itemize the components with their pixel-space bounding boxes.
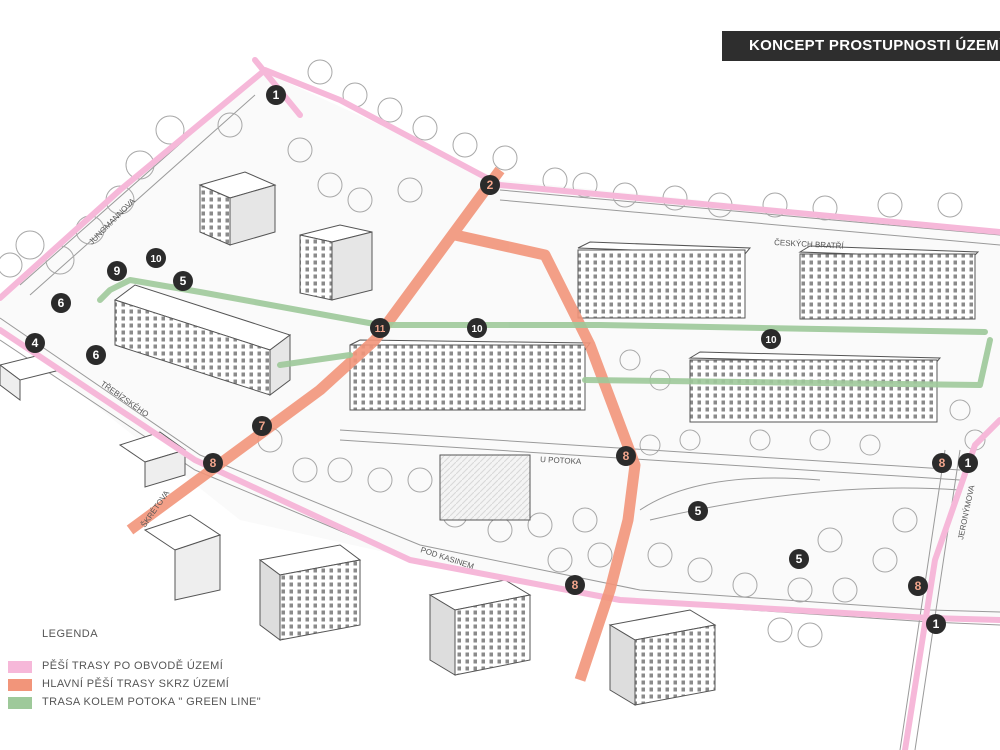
- marker-circle: [173, 271, 193, 291]
- route-marker-1: 1: [958, 453, 978, 473]
- route-marker-11: 11: [370, 318, 390, 338]
- route-main: [126, 166, 641, 682]
- legend-label: PĚŠÍ TRASY PO OBVODĚ ÚZEMÍ: [42, 660, 224, 672]
- street-label-ceskych-bratri: ČESKÝCH BRATŘÍ: [774, 238, 845, 251]
- marker-label: 9: [114, 264, 121, 278]
- marker-circle: [146, 248, 166, 268]
- marker-circle: [467, 318, 487, 338]
- route-marker-9: 9: [107, 261, 127, 281]
- marker-label: 6: [93, 348, 100, 362]
- legend-item-green-line: TRASA KOLEM POTOKA " GREEN LINE": [8, 694, 308, 712]
- marker-label: 4: [32, 336, 39, 350]
- marker-circle: [370, 318, 390, 338]
- route-marker-7: 7: [252, 416, 272, 436]
- marker-circle: [926, 614, 946, 634]
- route-marker-6: 6: [51, 293, 71, 313]
- building-block-f: [798, 245, 980, 320]
- route-green-line: [97, 277, 993, 388]
- marker-label: 8: [572, 578, 579, 592]
- marker-circle: [761, 329, 781, 349]
- building-block-b: [299, 224, 373, 301]
- marker-circle: [252, 416, 272, 436]
- route-marker-2: 2: [480, 175, 500, 195]
- route-marker-8: 8: [908, 576, 928, 596]
- building-lower-2: [428, 579, 532, 676]
- marker-label: 10: [765, 335, 777, 346]
- street-label-u-potoka: U POTOKA: [540, 455, 582, 466]
- marker-label: 10: [471, 324, 483, 335]
- trees: [0, 59, 986, 648]
- marker-label: 11: [375, 324, 386, 335]
- building-block-a: [198, 171, 277, 246]
- route-marker-8: 8: [932, 453, 952, 473]
- marker-circle: [266, 85, 286, 105]
- marker-label: 1: [273, 88, 280, 102]
- marker-circle: [616, 446, 636, 466]
- route-marker-5: 5: [789, 549, 809, 569]
- marker-circle: [908, 576, 928, 596]
- marker-circle: [25, 333, 45, 353]
- legend-swatch-orange: [8, 679, 32, 691]
- route-marker-10: 10: [146, 248, 166, 268]
- marker-label: 8: [210, 456, 217, 470]
- marker-label: 10: [150, 254, 162, 265]
- building-lower-3: [608, 609, 717, 706]
- marker-circle: [107, 261, 127, 281]
- marker-label: 5: [180, 274, 187, 288]
- building-lower-1: [258, 544, 362, 641]
- route-marker-8: 8: [616, 446, 636, 466]
- legend-swatch-pink: [8, 661, 32, 673]
- marker-circle: [480, 175, 500, 195]
- marker-label: 5: [796, 552, 803, 566]
- marker-circle: [932, 453, 952, 473]
- marker-label: 8: [915, 579, 922, 593]
- route-marker-1: 1: [926, 614, 946, 634]
- marker-label: 2: [487, 178, 494, 192]
- marker-label: 1: [933, 617, 940, 631]
- building-block-d: [349, 339, 591, 411]
- marker-circle: [86, 345, 106, 365]
- building-block-c: [113, 284, 292, 396]
- building-pavilion: [439, 454, 531, 521]
- route-marker-8: 8: [565, 575, 585, 595]
- marker-circle: [203, 453, 223, 473]
- marker-circle: [51, 293, 71, 313]
- route-markers: 1 2 9 10 5 6 4 6 11 10 10 7 8 8 8 1 5 5 8 8 1: [25, 85, 978, 634]
- marker-label: 1: [965, 456, 972, 470]
- marker-label: 8: [623, 449, 630, 463]
- route-marker-6: 6: [86, 345, 106, 365]
- legend-title: LEGENDA: [42, 628, 99, 640]
- legend-item-main-routes: HLAVNÍ PĚŠÍ TRASY SKRZ ÚZEMÍ: [8, 676, 308, 694]
- building-block-g: [688, 351, 942, 423]
- building-block-e: [577, 241, 752, 319]
- legend: LEGENDA PĚŠÍ TRASY PO OBVODĚ ÚZEMÍ HLAVN…: [8, 628, 308, 712]
- marker-circle: [565, 575, 585, 595]
- marker-circle: [688, 501, 708, 521]
- legend-swatch-green: [8, 697, 32, 709]
- route-marker-10: 10: [761, 329, 781, 349]
- marker-label: 8: [939, 456, 946, 470]
- marker-circle: [958, 453, 978, 473]
- title-banner: KONCEPT PROSTUPNOSTI ÚZEMÍ: [722, 31, 1000, 61]
- legend-item-perimeter: PĚŠÍ TRASY PO OBVODĚ ÚZEMÍ: [8, 658, 308, 676]
- buildings: [0, 171, 980, 706]
- legend-label: TRASA KOLEM POTOKA " GREEN LINE": [42, 696, 262, 708]
- route-marker-4: 4: [25, 333, 45, 353]
- route-marker-10: 10: [467, 318, 487, 338]
- route-marker-5: 5: [173, 271, 193, 291]
- marker-label: 7: [259, 419, 266, 433]
- marker-label: 5: [695, 504, 702, 518]
- route-marker-8: 8: [203, 453, 223, 473]
- route-marker-1: 1: [266, 85, 286, 105]
- route-marker-5: 5: [688, 501, 708, 521]
- marker-circle: [789, 549, 809, 569]
- legend-label: HLAVNÍ PĚŠÍ TRASY SKRZ ÚZEMÍ: [42, 678, 230, 690]
- marker-label: 6: [58, 296, 65, 310]
